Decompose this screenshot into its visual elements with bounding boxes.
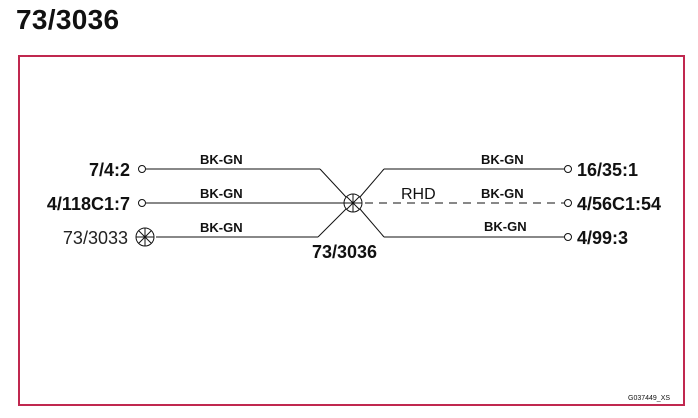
page-title: 73/3036: [16, 4, 120, 35]
wire-right-1-diag: [359, 168, 385, 198]
terminal-left-2: [138, 199, 146, 207]
wire-left-2-color: BK-GN: [200, 186, 243, 201]
connector-right-1-label: 16/35:1: [577, 160, 638, 180]
terminal-right-2: [564, 199, 572, 207]
splice-symbol: [343, 193, 363, 213]
wire-left-3-diag: [317, 208, 347, 238]
connector-right-2-label: 4/56C1:54: [577, 194, 661, 214]
figure-code: G037449_XS: [628, 395, 670, 402]
rhd-label: RHD: [401, 186, 436, 203]
wire-right-2-color: BK-GN: [481, 186, 524, 201]
splice-label: 73/3036: [312, 242, 377, 262]
terminal-right-1: [564, 165, 572, 173]
connector-left-2-label: 4/118C1:7: [47, 194, 130, 214]
terminal-right-3: [564, 233, 572, 241]
wire-right-3-color: BK-GN: [484, 219, 527, 234]
connector-left-1-label: 7/4:2: [89, 160, 130, 180]
terminal-left-1: [138, 165, 146, 173]
wire-left-1-color: BK-GN: [200, 152, 243, 167]
wire-right-3-diag: [359, 208, 385, 238]
wire-left-3-color: BK-GN: [200, 220, 243, 235]
wire-right-1-color: BK-GN: [481, 152, 524, 167]
wire-left-1-diag: [319, 168, 347, 198]
connector-right-3-label: 4/99:3: [577, 228, 628, 248]
connector-left-3-label: 73/3033: [63, 228, 128, 248]
diagram-frame: [18, 55, 685, 406]
splice-left-3-symbol: [135, 227, 155, 247]
